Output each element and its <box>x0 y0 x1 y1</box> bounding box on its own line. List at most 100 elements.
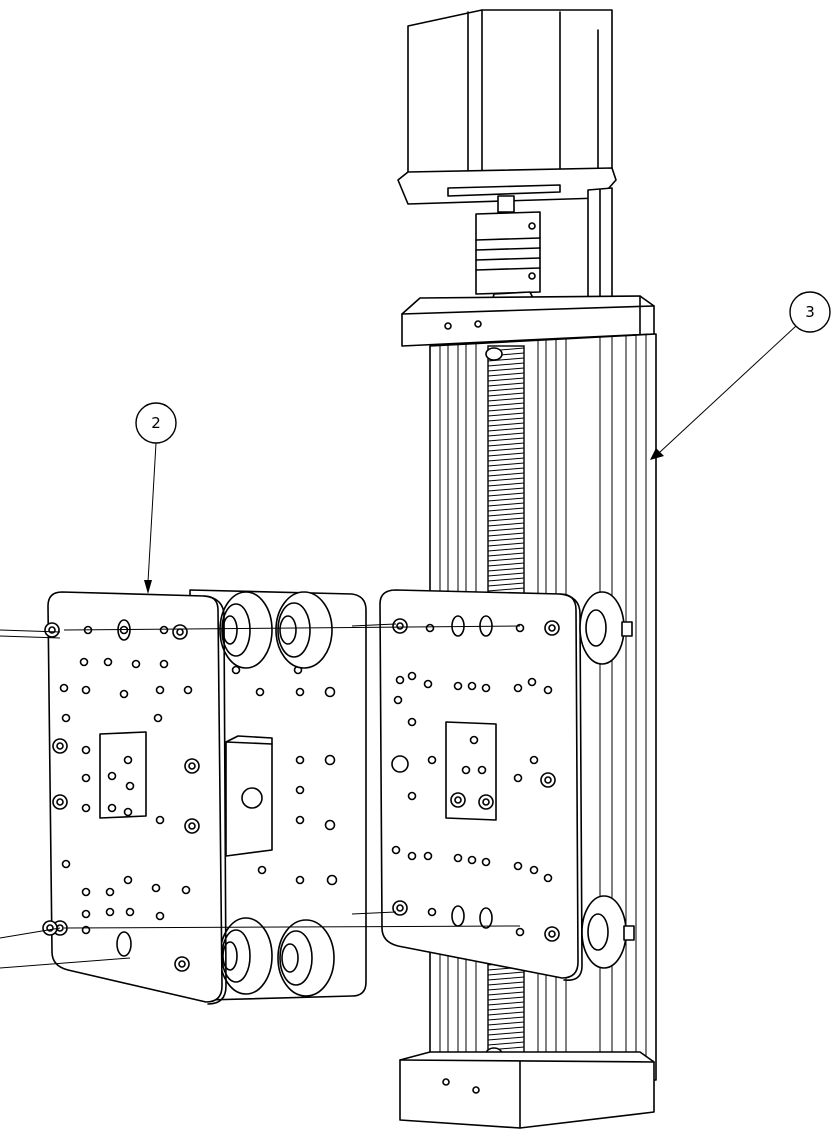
screw-thread <box>487 532 525 537</box>
plate-hole <box>407 717 417 727</box>
screw-thread <box>487 572 525 577</box>
screw-thread <box>487 971 525 976</box>
plate-hole <box>513 861 523 871</box>
plate-hole <box>153 713 163 723</box>
plate-slot <box>116 931 132 957</box>
hex-bolt <box>52 738 68 754</box>
screw-thread <box>487 377 525 382</box>
screw-thread <box>487 567 525 572</box>
screw-thread <box>487 1016 525 1021</box>
screw-thread <box>487 432 525 437</box>
hex-bolt <box>52 794 68 810</box>
screw-thread <box>487 522 525 527</box>
top-end-block <box>401 295 655 347</box>
v-wheel-bottom-right <box>277 919 335 997</box>
hex-bolt <box>544 926 560 942</box>
plate-hole <box>515 623 525 633</box>
screw-thread <box>487 527 525 532</box>
plate-hole <box>477 765 487 775</box>
screw-thread <box>487 562 525 567</box>
screw-thread <box>487 417 525 422</box>
screw-thread <box>487 507 525 512</box>
screw-thread <box>487 557 525 562</box>
bolt-socket <box>48 626 56 634</box>
screw-thread <box>487 976 525 981</box>
plate-hole <box>123 755 133 765</box>
carriage-plate-right <box>379 589 583 982</box>
screw-thread <box>487 537 525 542</box>
screw-thread <box>487 442 525 447</box>
plate-hole <box>427 755 437 765</box>
callout-2: 2 <box>135 402 177 594</box>
plate-hole <box>159 625 169 635</box>
screw-thread <box>487 587 525 592</box>
axle-lines <box>0 623 521 969</box>
plate-hole <box>81 685 91 695</box>
screw-thread <box>487 412 525 417</box>
plate-hole <box>81 803 91 813</box>
v-wheel-right-top <box>579 591 633 665</box>
plate-hole <box>513 773 523 783</box>
plate-hole-large <box>391 755 409 773</box>
plate-hole <box>123 875 133 885</box>
screw-thread <box>487 462 525 467</box>
plate-slot <box>479 907 493 929</box>
bolt-socket <box>56 798 64 806</box>
shaft-coupler <box>475 195 541 303</box>
bolt-socket <box>544 776 552 784</box>
callout-2-label: 2 <box>151 414 161 432</box>
screw-thread <box>487 981 525 986</box>
plate-hole <box>407 791 417 801</box>
plate-hole <box>81 909 91 919</box>
plate-hole <box>59 683 69 693</box>
screw-thread <box>487 991 525 996</box>
v-wheel-top-right <box>275 591 333 669</box>
screw-thread <box>487 487 525 492</box>
plate-hole <box>125 907 135 917</box>
screw-thread <box>487 502 525 507</box>
plate-hole <box>407 851 417 861</box>
bolt-socket <box>482 798 490 806</box>
plate-hole <box>407 671 417 681</box>
gantry-plate-left <box>42 591 227 1005</box>
screw-thread <box>487 1011 525 1016</box>
nut-block <box>225 735 273 857</box>
plate-hole <box>107 803 117 813</box>
plate-hole <box>81 925 91 935</box>
v-wheel-bottom-left <box>219 917 273 995</box>
screw-thread <box>487 372 525 377</box>
screw-thread <box>487 392 525 397</box>
plate-hole <box>395 675 405 685</box>
callout-3: 3 <box>650 291 831 460</box>
screw-thread <box>487 407 525 412</box>
plate-hole <box>427 907 437 917</box>
screw-thread <box>487 427 525 432</box>
screw-thread <box>487 1001 525 1006</box>
plate-hole <box>529 755 539 765</box>
plate-hole <box>81 773 91 783</box>
plate-hole <box>81 887 91 897</box>
screw-thread <box>487 542 525 547</box>
hex-bolt <box>44 622 60 638</box>
plate-hole <box>527 677 537 687</box>
plate-hole <box>515 927 525 937</box>
screw-thread <box>487 472 525 477</box>
hex-bolt <box>42 920 58 936</box>
plate-hole <box>467 681 477 691</box>
screw-thread <box>487 582 525 587</box>
screw-thread <box>487 1041 525 1046</box>
screw-thread <box>487 1031 525 1036</box>
screw-thread <box>487 402 525 407</box>
plate-hole <box>469 735 479 745</box>
bolt-socket <box>396 904 404 912</box>
plate-hole <box>543 685 553 695</box>
plate-hole <box>423 679 433 689</box>
bolt-socket <box>396 622 404 630</box>
screw-thread <box>487 467 525 472</box>
screw-thread <box>487 447 525 452</box>
screw-thread <box>487 422 525 427</box>
screw-thread <box>487 367 525 372</box>
plate-hole <box>423 851 433 861</box>
hex-bolt <box>544 620 560 636</box>
